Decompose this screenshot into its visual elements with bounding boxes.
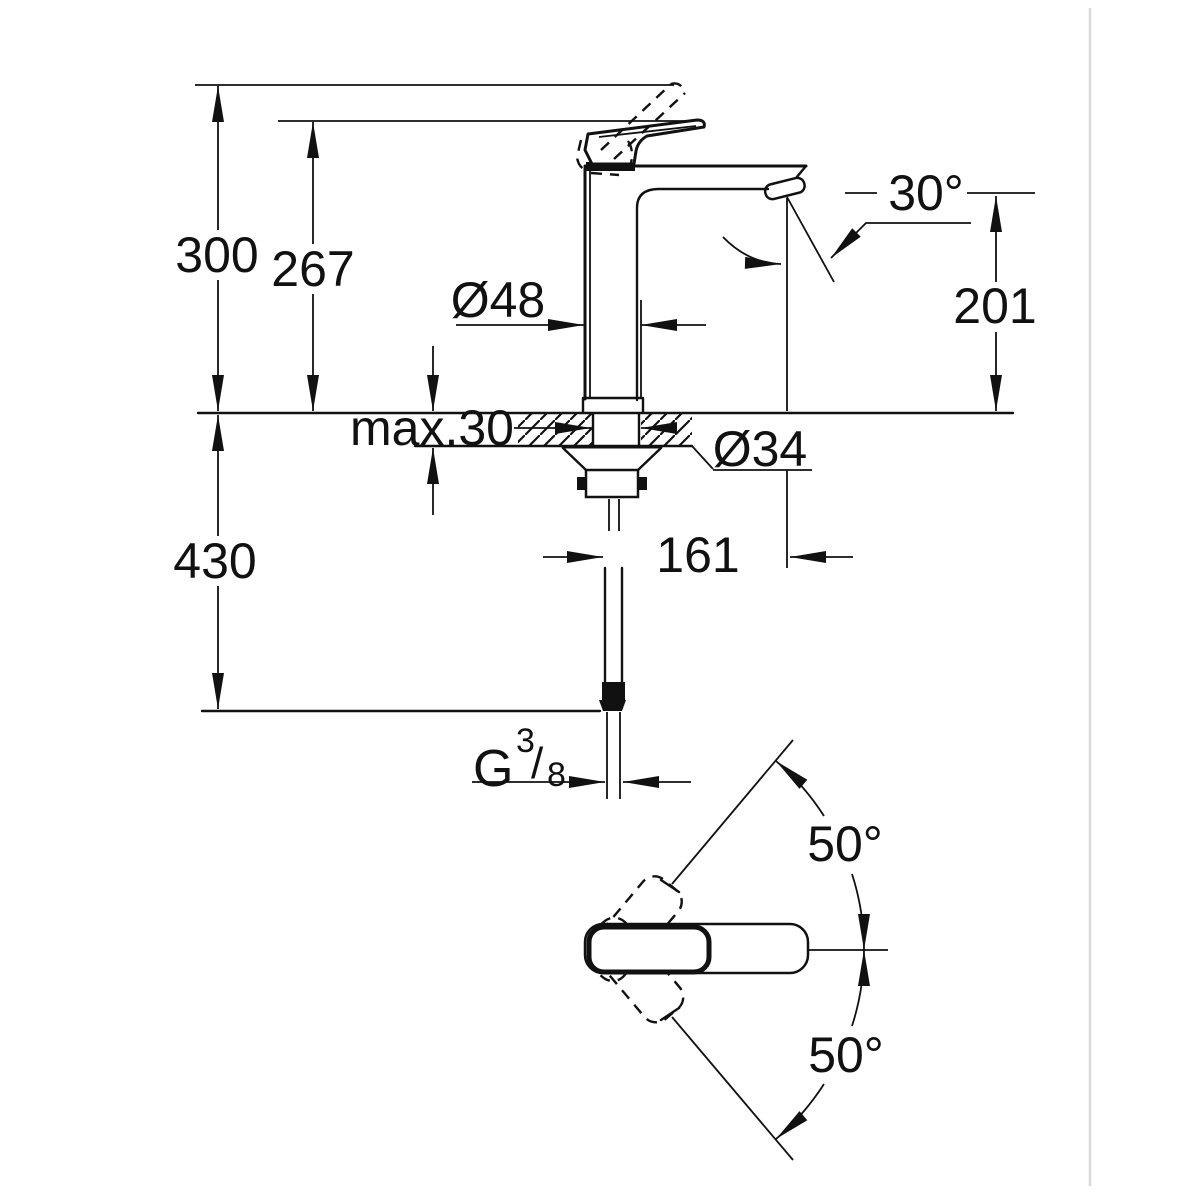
dim-161-label: 161 bbox=[656, 527, 739, 583]
top-view: 50° 50° bbox=[583, 739, 888, 1161]
cartridge-cap bbox=[586, 162, 635, 171]
spout-underside bbox=[635, 187, 770, 402]
mounting-hardware bbox=[561, 412, 663, 799]
base-gasket bbox=[581, 396, 645, 414]
dim-267-label: 267 bbox=[271, 241, 354, 297]
dim-50deg-upper-label: 50° bbox=[807, 816, 883, 872]
dim-201-label: 201 bbox=[953, 278, 1036, 334]
dimension-max30: max.30 bbox=[350, 346, 514, 515]
dimension-430: 430 bbox=[173, 415, 257, 709]
stream-angle-line bbox=[786, 196, 835, 283]
hose-upper-segment bbox=[608, 499, 620, 531]
break-tick-upper bbox=[659, 878, 681, 894]
nut-tab-left bbox=[577, 477, 587, 490]
thread-numerator-label: 3 bbox=[516, 722, 535, 760]
nut-tab-right bbox=[637, 477, 647, 490]
dimension-g38: G 3 / 8 bbox=[472, 722, 691, 798]
handle-lever bbox=[583, 118, 706, 166]
thread-connector-g38 bbox=[606, 712, 621, 799]
thread-g-label: G bbox=[473, 740, 513, 798]
break-tick-lower bbox=[659, 1006, 681, 1022]
dim-d34-label: Ø34 bbox=[713, 421, 808, 477]
dimension-50deg-upper: 50° bbox=[775, 760, 883, 951]
dimension-300: 300 bbox=[175, 86, 259, 411]
dimension-50deg-lower: 50° bbox=[775, 949, 884, 1140]
dim-max30-label: max.30 bbox=[350, 400, 514, 456]
swivel-direction-arrow bbox=[722, 236, 782, 269]
deck-hatch-left bbox=[518, 414, 592, 445]
dimension-30deg: 30° bbox=[722, 165, 971, 269]
thread-slash-label: / bbox=[531, 739, 544, 788]
hole-diameter-leader bbox=[691, 445, 812, 471]
thread-denominator-label: 8 bbox=[547, 756, 566, 794]
washer-sides bbox=[561, 446, 663, 472]
dimension-201: 201 bbox=[953, 196, 1037, 411]
hose-fitting bbox=[602, 682, 625, 700]
faucet-outline bbox=[575, 82, 808, 414]
aerator bbox=[763, 176, 806, 201]
dim-300-label: 300 bbox=[175, 227, 258, 283]
handle-top-view-body bbox=[586, 924, 712, 975]
deck-hatch-right bbox=[641, 414, 692, 445]
dimension-d34: Ø34 bbox=[514, 421, 807, 477]
dim-430-label: 430 bbox=[173, 533, 256, 589]
handle-raised-ghost bbox=[575, 82, 687, 177]
deck-section bbox=[196, 411, 1015, 471]
dim-50deg-lower-label: 50° bbox=[808, 1027, 884, 1083]
mounting-nut bbox=[584, 468, 640, 499]
dimension-267: 267 bbox=[271, 122, 355, 411]
swivel-line-upper bbox=[671, 739, 794, 885]
front-view: 300 267 430 max.30 Ø48 bbox=[173, 82, 1037, 799]
dim-30deg-label: 30° bbox=[888, 165, 964, 221]
dimension-d48: Ø48 bbox=[451, 272, 706, 331]
dim-d48-label: Ø48 bbox=[451, 272, 546, 328]
hose-fitting-cap bbox=[599, 700, 626, 711]
hose-main-segment bbox=[603, 566, 624, 684]
dimension-161: 161 bbox=[543, 527, 853, 583]
threaded-shank bbox=[591, 412, 641, 448]
handle-top-view-outer bbox=[583, 922, 810, 975]
swivel-line-lower bbox=[671, 1016, 794, 1161]
